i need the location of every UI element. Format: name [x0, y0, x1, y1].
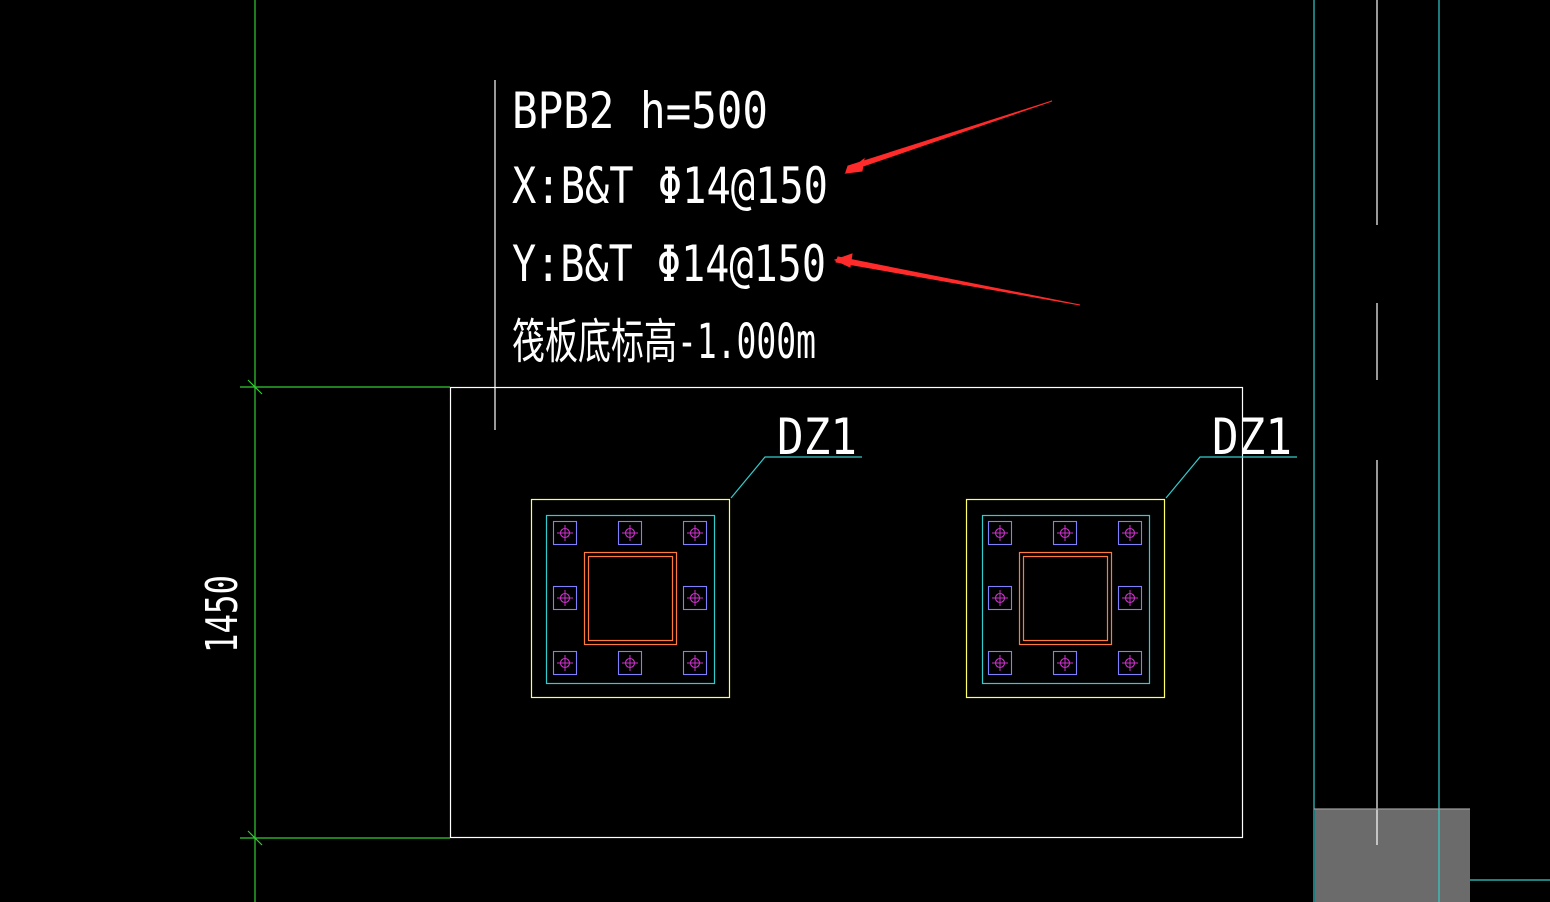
anchor-bolt-icon	[617, 650, 643, 676]
anchor-bolt-icon	[987, 650, 1013, 676]
anchor-bolt-icon	[682, 585, 708, 611]
column-label: DZ1	[1212, 408, 1292, 466]
column-dz1-right[interactable]	[965, 456, 1298, 699]
anchor-bolt-icon	[1117, 520, 1143, 546]
anchor-bolt-icon	[1117, 650, 1143, 676]
anchor-bolt-icon	[987, 585, 1013, 611]
right-structure	[1313, 0, 1550, 902]
slab-annotation-line4: 筏板底标高-1.000m	[512, 314, 816, 370]
anchor-bolt-icon	[552, 650, 578, 676]
column-label: DZ1	[777, 408, 857, 466]
slab-annotation[interactable]: BPB2 h=500 X:B&T Φ14@150 Y:B&T Φ14@150 筏…	[512, 82, 828, 370]
dimension-lines	[240, 0, 450, 902]
anchor-bolts	[552, 520, 1143, 676]
anchor-bolt-icon	[552, 585, 578, 611]
slab-annotation-line1: BPB2 h=500	[512, 82, 768, 140]
slab-annotation-line2: X:B&T Φ14@150	[512, 157, 828, 215]
right-structure-overlay	[1314, 808, 1470, 902]
raft-slab-outline[interactable]	[449, 386, 1244, 839]
gray-block	[1315, 809, 1470, 902]
anchor-bolt-icon	[1052, 650, 1078, 676]
anchor-bolt-icon	[987, 520, 1013, 546]
anchor-bolt-icon	[682, 650, 708, 676]
anchor-bolt-icon	[617, 520, 643, 546]
anchor-bolt-icon	[682, 520, 708, 546]
anchor-bolt-icon	[552, 520, 578, 546]
anchor-bolt-icon	[1117, 585, 1143, 611]
slab-annotation-line3: Y:B&T Φ14@150	[512, 235, 826, 293]
column-dz1-left[interactable]	[530, 456, 863, 699]
anchor-bolt-icon	[1052, 520, 1078, 546]
dimension-text-1450: 1450	[197, 575, 248, 653]
red-arrow-icon	[844, 100, 1053, 174]
red-arrow-icon	[833, 253, 1081, 306]
